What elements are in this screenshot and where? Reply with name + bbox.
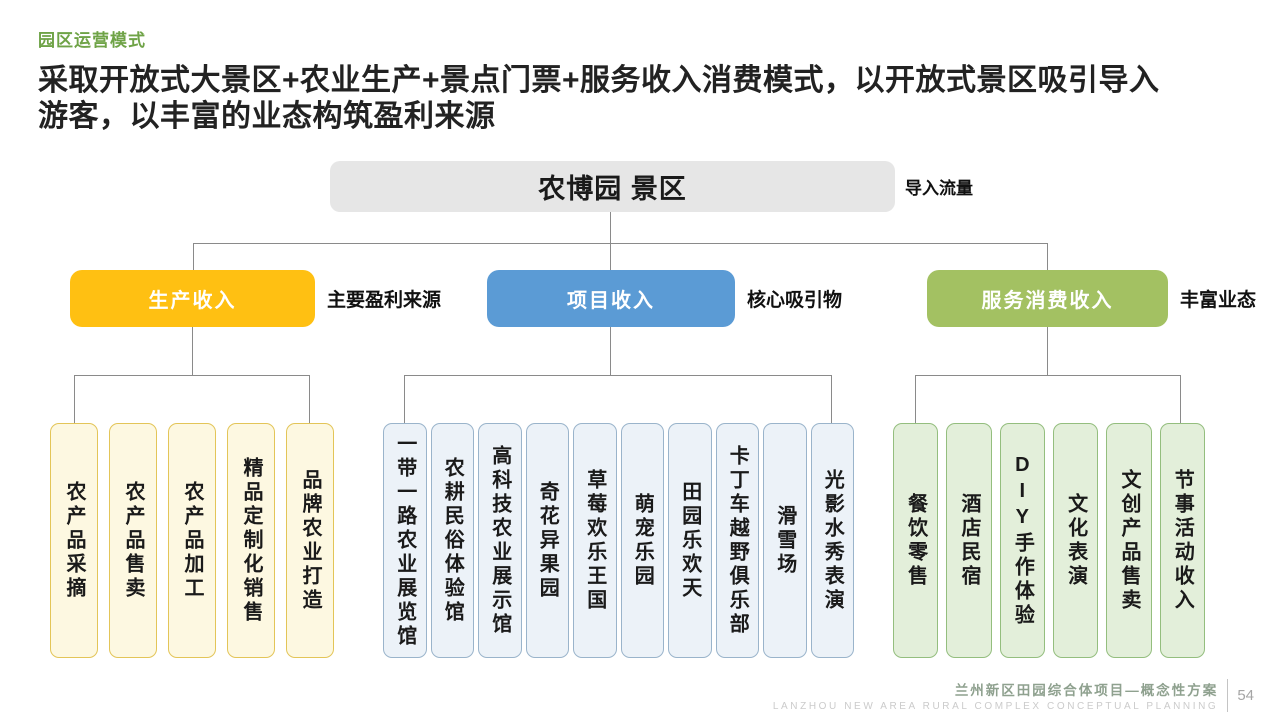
branch-label: 项目收入 bbox=[567, 290, 655, 312]
child-label: 卡丁车越野俱乐部 bbox=[726, 444, 749, 637]
footer-title-cn: 兰州新区田园综合体项目—概念性方案 bbox=[954, 683, 1219, 698]
connector-line bbox=[404, 375, 405, 423]
child-label: 光影水秀表演 bbox=[821, 468, 844, 613]
root-label: 农博园 景区 bbox=[538, 174, 687, 204]
branch-node-production-income: 生产收入 bbox=[70, 270, 315, 327]
child-box: 高科技农业展示馆 bbox=[478, 423, 522, 658]
child-box: 农产品采摘 bbox=[50, 423, 98, 658]
root-note: 导入流量 bbox=[905, 179, 973, 198]
connector-line bbox=[193, 243, 194, 270]
connector-line bbox=[1180, 375, 1181, 423]
child-box: DIY手作体验 bbox=[999, 423, 1045, 658]
child-box: 滑雪场 bbox=[763, 423, 807, 658]
child-label: 田园乐欢天 bbox=[678, 480, 701, 601]
child-box: 农耕民俗体验馆 bbox=[430, 423, 474, 658]
branch-note: 丰富业态 bbox=[1180, 290, 1257, 311]
branch-label: 生产收入 bbox=[148, 290, 237, 312]
child-label: 农耕民俗体验馆 bbox=[441, 456, 464, 625]
child-box: 酒店民宿 bbox=[946, 423, 992, 658]
child-label: 精品定制化销售 bbox=[240, 456, 262, 625]
child-box: 餐饮零售 bbox=[893, 423, 939, 658]
child-box: 萌宠乐园 bbox=[620, 423, 664, 658]
child-label: 文创产品售卖 bbox=[1117, 468, 1140, 613]
child-label: DIY手作体验 bbox=[1011, 453, 1034, 628]
connector-line bbox=[192, 327, 193, 375]
child-box: 卡丁车越野俱乐部 bbox=[715, 423, 759, 658]
connector-line bbox=[915, 375, 916, 423]
children-row: 一带一路农业展览馆 农耕民俗体验馆 高科技农业展示馆 奇花异果园 草莓欢乐王国 萌宠乐园 田… bbox=[383, 423, 854, 658]
connector-line bbox=[1047, 327, 1048, 375]
child-label: 一带一路农业展览馆 bbox=[393, 432, 416, 649]
title-line-2: 游客，以丰富的业态构筑盈利来源 bbox=[38, 100, 496, 133]
branch-note: 核心吸引物 bbox=[747, 290, 843, 311]
child-box: 草莓欢乐王国 bbox=[573, 423, 617, 658]
connector-line bbox=[610, 243, 611, 270]
child-box: 节事活动收入 bbox=[1159, 423, 1205, 658]
branch-node-project-income: 项目收入 bbox=[487, 270, 735, 327]
branch-node-service-consumption-income: 服务消费收入 bbox=[927, 270, 1168, 327]
child-label: 农产品加工 bbox=[181, 480, 203, 601]
connector-line bbox=[915, 375, 1181, 376]
children-row: 农产品采摘 农产品售卖 农产品加工 精品定制化销售 品牌农业打造 bbox=[50, 423, 334, 658]
child-box: 奇花异果园 bbox=[525, 423, 569, 658]
child-box: 农产品售卖 bbox=[109, 423, 157, 658]
child-label: 萌宠乐园 bbox=[631, 492, 654, 589]
child-label: 餐饮零售 bbox=[904, 492, 927, 589]
root-node: 农博园 景区 bbox=[330, 161, 895, 212]
child-box: 一带一路农业展览馆 bbox=[383, 423, 427, 658]
child-label: 草莓欢乐王国 bbox=[583, 468, 606, 613]
footer: 兰州新区田园综合体项目—概念性方案 LANZHOU NEW AREA RURAL… bbox=[773, 679, 1254, 712]
child-label: 品牌农业打造 bbox=[299, 468, 321, 613]
title-line-1: 采取开放式大景区+农业生产+景点门票+服务收入消费模式，以开放式景区吸引导入 bbox=[38, 64, 1160, 97]
child-label: 高科技农业展示馆 bbox=[488, 444, 511, 637]
child-box: 田园乐欢天 bbox=[668, 423, 712, 658]
connector-line bbox=[309, 375, 310, 423]
footer-divider bbox=[1227, 679, 1229, 712]
child-label: 滑雪场 bbox=[773, 504, 796, 577]
child-label: 农产品售卖 bbox=[122, 480, 144, 601]
branch-note: 主要盈利来源 bbox=[327, 290, 442, 311]
child-box: 光影水秀表演 bbox=[810, 423, 854, 658]
connector-line bbox=[404, 375, 832, 376]
child-box: 文化表演 bbox=[1052, 423, 1099, 658]
connector-line bbox=[610, 212, 611, 243]
connector-line bbox=[1047, 243, 1048, 270]
connector-line bbox=[610, 327, 611, 375]
child-box: 品牌农业打造 bbox=[286, 423, 334, 658]
child-label: 节事活动收入 bbox=[1171, 468, 1194, 613]
kicker: 园区运营模式 bbox=[38, 31, 146, 50]
child-box: 文创产品售卖 bbox=[1106, 423, 1152, 658]
child-label: 农产品采摘 bbox=[63, 480, 85, 601]
child-label: 奇花异果园 bbox=[536, 480, 559, 601]
child-label: 酒店民宿 bbox=[957, 492, 980, 589]
children-row: 餐饮零售 酒店民宿 DIY手作体验 文化表演 文创产品售卖 节事活动收入 bbox=[893, 423, 1205, 658]
branch-label: 服务消费收入 bbox=[981, 290, 1114, 312]
child-box: 精品定制化销售 bbox=[227, 423, 275, 658]
child-label: 文化表演 bbox=[1064, 492, 1087, 589]
child-box: 农产品加工 bbox=[168, 423, 216, 658]
footer-titles: 兰州新区田园综合体项目—概念性方案 LANZHOU NEW AREA RURAL… bbox=[773, 679, 1218, 712]
connector-line bbox=[831, 375, 832, 423]
page-number: 54 bbox=[1237, 687, 1254, 704]
connector-line bbox=[74, 375, 75, 423]
footer-title-en: LANZHOU NEW AREA RURAL COMPLEX CONCEPTUA… bbox=[772, 701, 1219, 712]
connector-line bbox=[193, 243, 1048, 244]
page-title: 采取开放式大景区+农业生产+景点门票+服务收入消费模式，以开放式景区吸引导入游客… bbox=[38, 63, 1248, 135]
connector-line bbox=[74, 375, 310, 376]
